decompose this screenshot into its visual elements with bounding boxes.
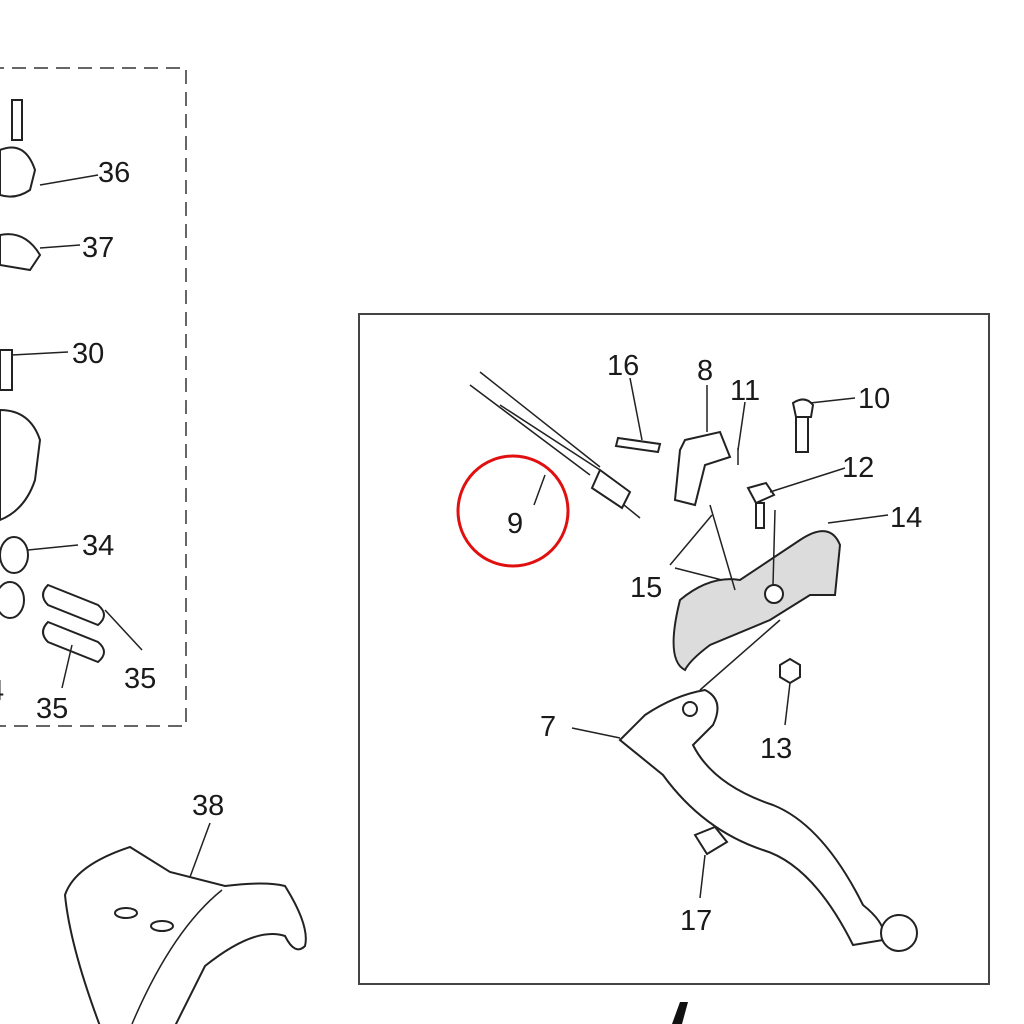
label-17: 17 (680, 905, 712, 937)
lever-group-frame (358, 313, 990, 985)
hand-guard-cover (63, 822, 307, 1024)
lever-assembly (469, 371, 918, 952)
label-15: 15 (630, 572, 662, 604)
highlight-circle-part-9 (456, 454, 570, 568)
leader-lines-left (11, 174, 143, 689)
partial-part-bottom (672, 1002, 688, 1024)
label-38: 38 (192, 790, 224, 822)
label-14: 14 (890, 502, 922, 534)
label-16: 16 (607, 350, 639, 382)
label-11: 11 (730, 375, 760, 407)
label-12: 12 (842, 452, 874, 484)
label-35: 35 (124, 663, 156, 695)
label-10: 10 (858, 383, 890, 415)
label-9: 9 (507, 508, 523, 540)
label-7: 7 (540, 711, 556, 743)
left-group-dashed-frame (0, 67, 187, 727)
leader-lines-right (533, 377, 889, 899)
label-35: 35 (36, 693, 68, 725)
label-4: 4 (0, 675, 4, 707)
label-36: 36 (98, 157, 130, 189)
label-34: 34 (82, 530, 114, 562)
label-30: 30 (72, 338, 104, 370)
switch-housing-parts (0, 99, 105, 664)
label-13: 13 (760, 733, 792, 765)
label-37: 37 (82, 232, 114, 264)
label-8: 8 (697, 355, 713, 387)
